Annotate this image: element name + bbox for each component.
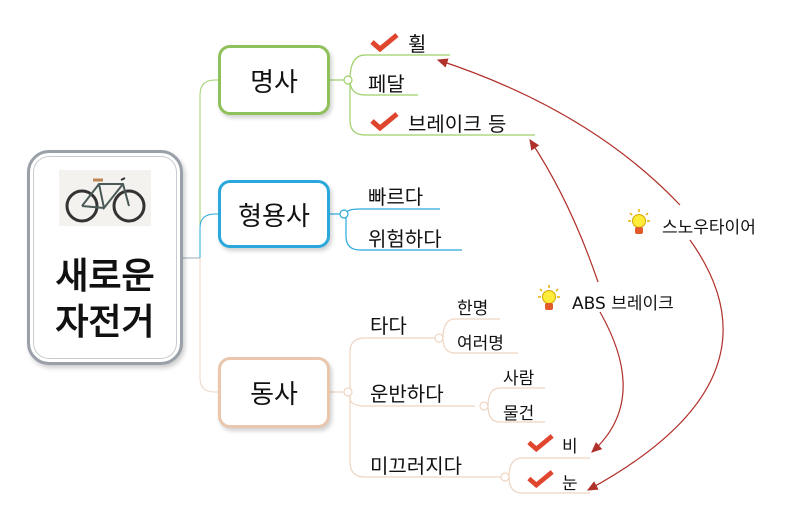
topic-ride[interactable]: 타다 xyxy=(370,314,407,338)
bicycle-image xyxy=(59,169,151,226)
callout-abs-brake[interactable]: ABS 브레이크 xyxy=(572,294,674,314)
callout-snow-tire[interactable]: 스노우타이어 xyxy=(662,218,756,238)
check-icon xyxy=(527,434,554,452)
topic-slip[interactable]: 미끄러지다 xyxy=(370,454,462,478)
branch-label: 동사 xyxy=(250,380,298,410)
branch-node-noun[interactable]: 명사 xyxy=(218,45,330,115)
lightbulb-icon xyxy=(538,285,560,310)
relation-arrows xyxy=(436,58,724,491)
topic-person[interactable]: 사람 xyxy=(503,369,535,389)
topic-snow[interactable]: 눈 xyxy=(562,474,578,494)
check-icon xyxy=(370,112,399,131)
check-icon xyxy=(527,470,554,488)
topic-brake[interactable]: 브레이크 등 xyxy=(408,112,507,136)
branch-line-adjective xyxy=(199,213,218,258)
topic-fast[interactable]: 빠르다 xyxy=(368,185,424,209)
topic-rain[interactable]: 비 xyxy=(562,437,578,457)
branch-label: 명사 xyxy=(250,67,298,98)
lightbulb-icon xyxy=(628,209,650,234)
central-node[interactable]: 새로운 자전거 xyxy=(27,150,183,365)
branch-node-adjective[interactable]: 형용사 xyxy=(218,180,330,248)
topic-goods[interactable]: 물건 xyxy=(503,404,535,424)
central-title-line1: 새로운 xyxy=(55,255,155,297)
topic-pedal[interactable]: 페달 xyxy=(368,72,405,96)
central-title-line2: 자전거 xyxy=(55,301,155,343)
topic-many-people[interactable]: 여러명 xyxy=(457,334,504,354)
branch-line-verb xyxy=(199,258,218,393)
branch-node-verb[interactable]: 동사 xyxy=(218,357,330,428)
topic-one-person[interactable]: 한명 xyxy=(457,299,489,319)
branch-label: 형용사 xyxy=(238,201,310,232)
topic-carry[interactable]: 운반하다 xyxy=(370,382,444,406)
topic-dangerous[interactable]: 위험하다 xyxy=(368,227,442,251)
topic-wheel[interactable]: 휠 xyxy=(408,32,427,56)
branch-line-noun xyxy=(199,79,218,258)
check-icon xyxy=(370,33,399,52)
